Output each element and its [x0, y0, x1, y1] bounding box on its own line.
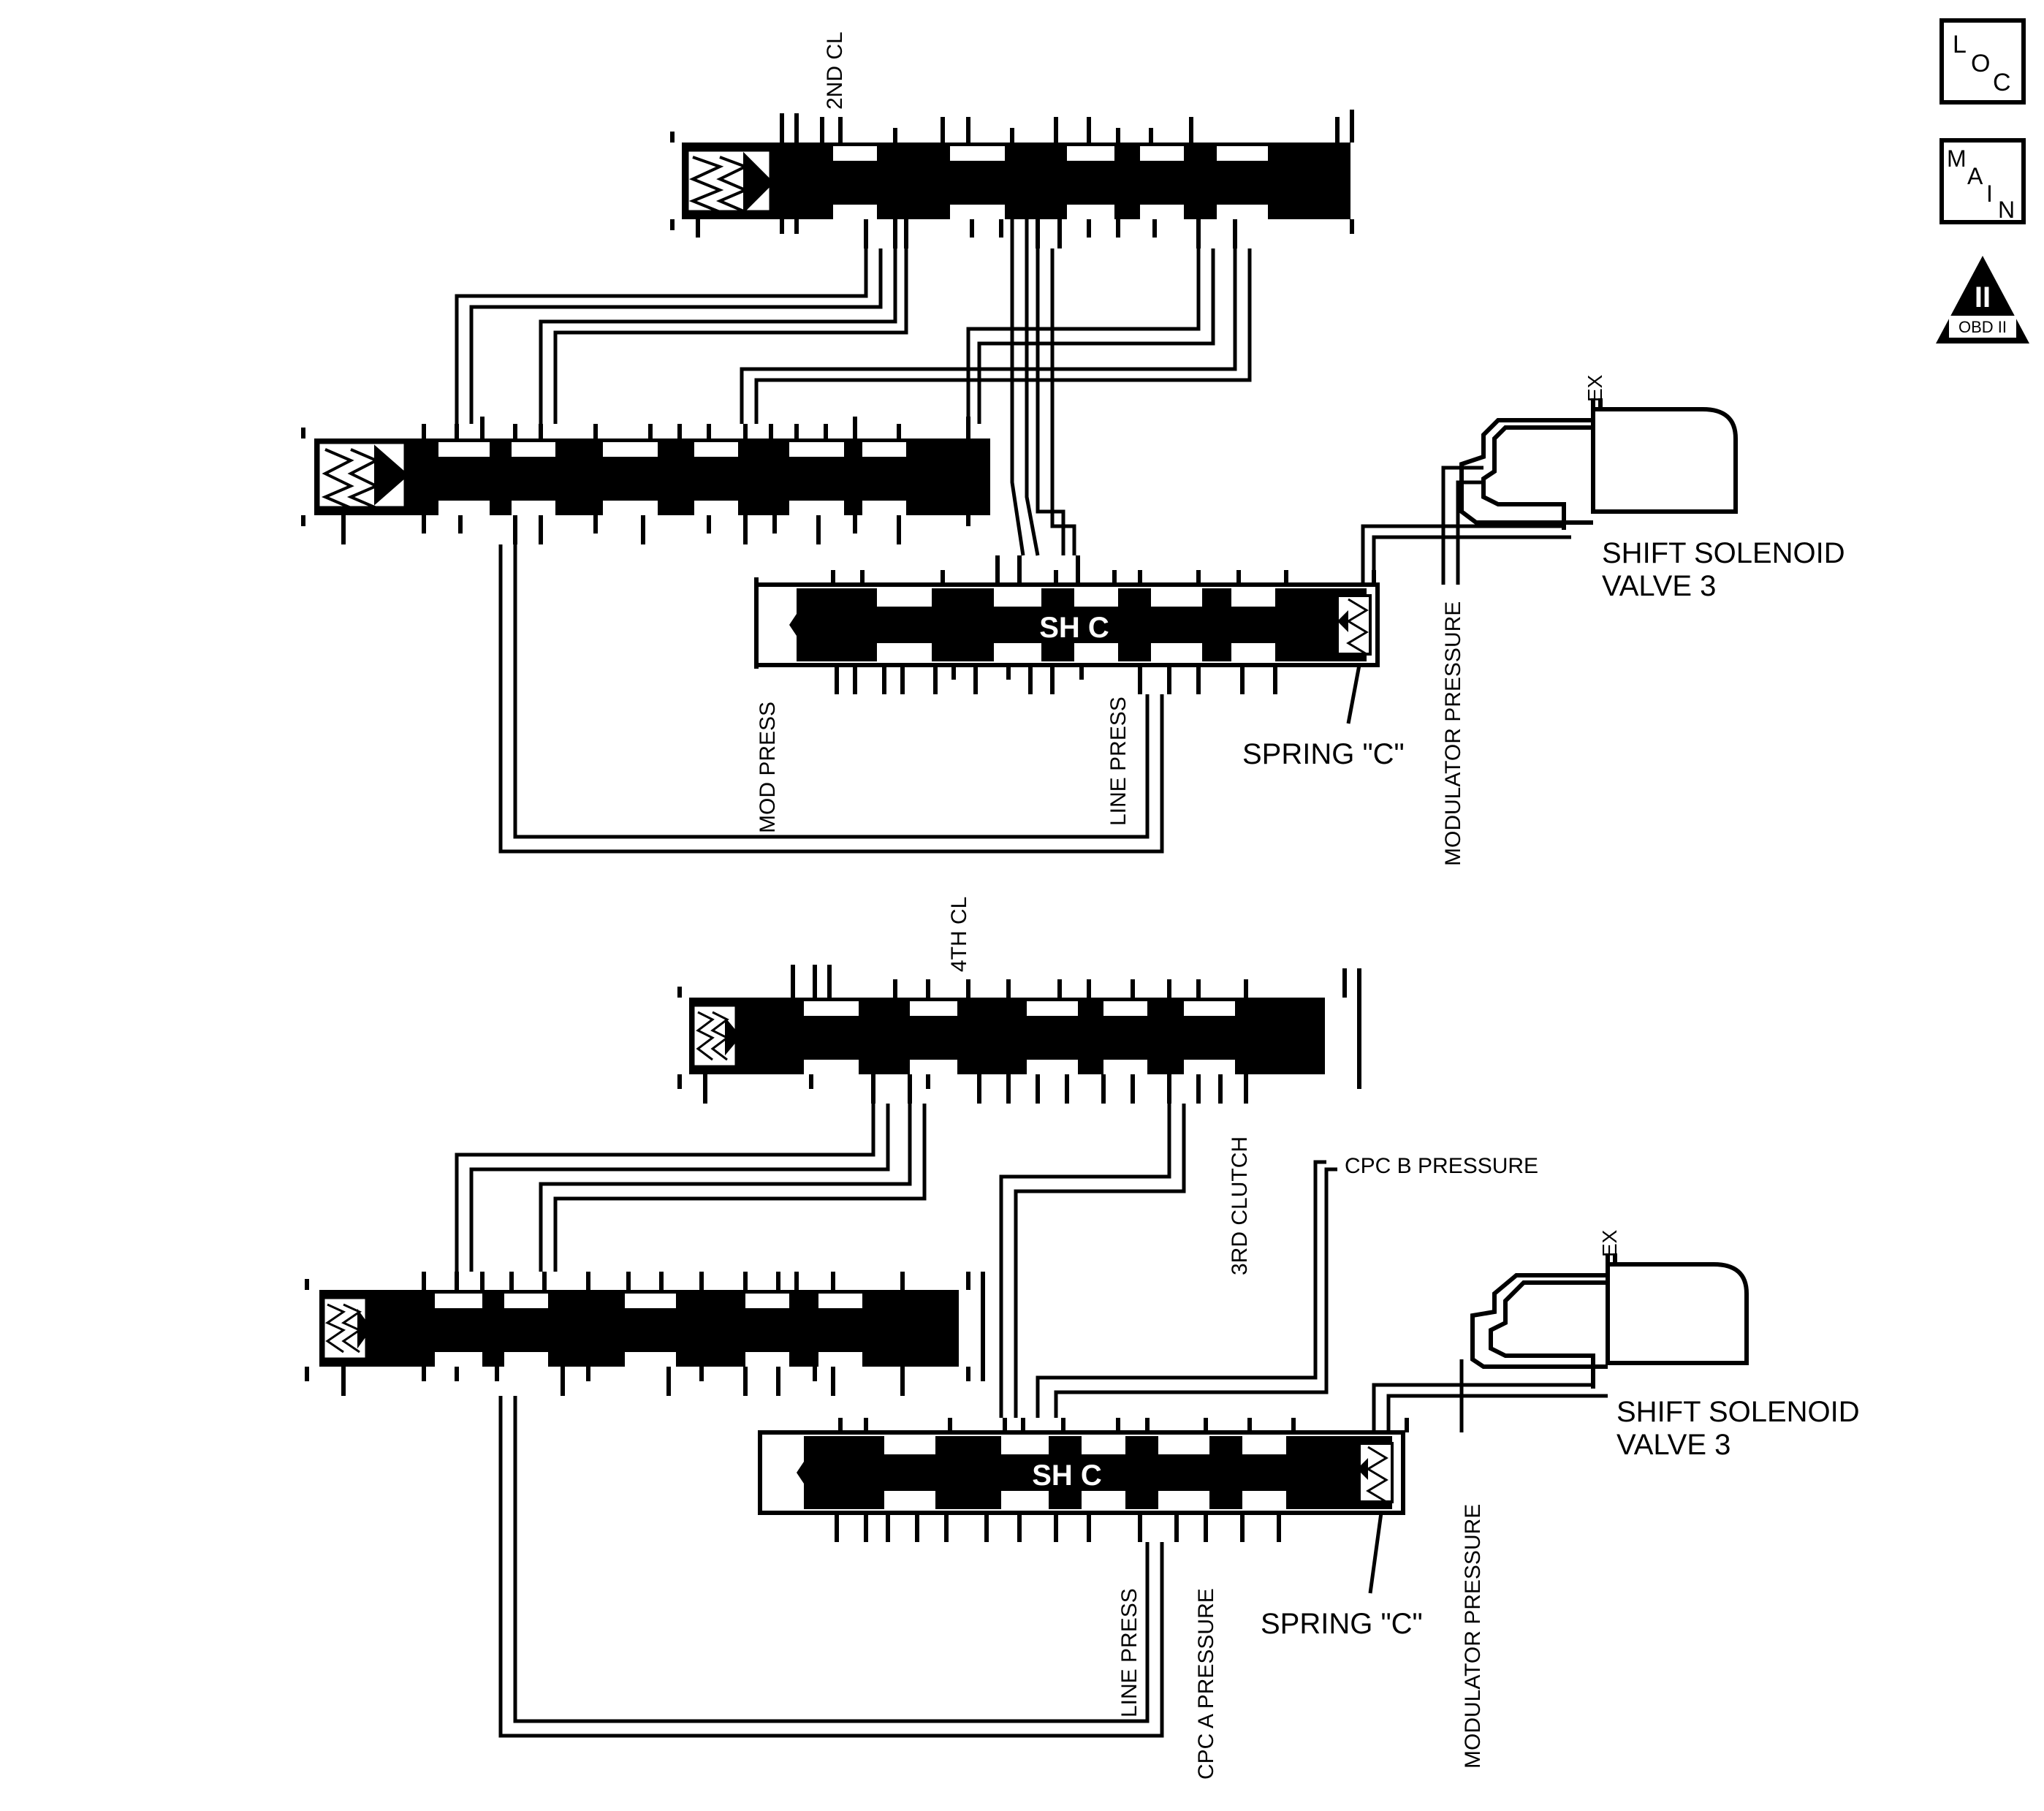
- top-modulator-pressure-label: MODULATOR PRESSURE: [1441, 601, 1465, 866]
- top-ex-label: EX: [1584, 374, 1606, 402]
- top-labels: 2ND CL EX SHIFT SOLENOID VALVE 3 SPRING …: [756, 31, 1845, 866]
- bottom-cpc-a-label: CPC A PRESSURE: [1194, 1588, 1218, 1780]
- bottom-shift-solenoid: [1470, 1253, 1749, 1389]
- obd-roman-numeral: II: [1975, 281, 1991, 314]
- top-shift-valve-c: SH C: [754, 555, 1380, 694]
- bottom-cpc-b-label: CPC B PRESSURE: [1345, 1154, 1538, 1178]
- bottom-middle-valve: [305, 1272, 985, 1396]
- bottom-spring-label: SPRING "C": [1261, 1608, 1423, 1640]
- main-letter-i: I: [1986, 181, 1993, 207]
- top-solenoid-name-2: VALVE 3: [1602, 570, 1716, 602]
- bottom-circuit: SH C: [305, 965, 1749, 1738]
- top-spring-label: SPRING "C": [1242, 738, 1405, 770]
- bottom-ex-label: EX: [1598, 1229, 1621, 1257]
- bottom-modulator-pressure-label: MODULATOR PRESSURE: [1461, 1504, 1485, 1769]
- top-valve-label: SH C: [1039, 612, 1109, 644]
- top-upper-valve: [670, 110, 1354, 248]
- top-circuit: SH C: [301, 110, 1738, 854]
- main-button[interactable]: M A I N: [1939, 138, 2026, 224]
- bottom-valve-label: SH C: [1032, 1459, 1102, 1492]
- bottom-solenoid-name-2: VALVE 3: [1616, 1429, 1730, 1461]
- bottom-line-press-label: LINE PRESS: [1117, 1588, 1141, 1717]
- top-2nd-cl-label: 2ND CL: [823, 31, 847, 110]
- loc-letter-l: L: [1953, 31, 1967, 58]
- top-shift-solenoid: [1459, 398, 1738, 530]
- bottom-passages: [455, 1104, 1608, 1738]
- loc-button[interactable]: L O C: [1939, 18, 2026, 105]
- top-passages: [455, 219, 1571, 854]
- bottom-shift-valve-c: SH C: [758, 1418, 1409, 1542]
- bottom-upper-valve: [677, 965, 1361, 1104]
- bottom-4th-cl-label: 4TH CL: [947, 897, 971, 972]
- main-letter-a: A: [1967, 163, 1983, 189]
- bottom-solenoid-name-1: SHIFT SOLENOID: [1616, 1396, 1860, 1428]
- bottom-labels: 4TH CL 3RD CLUTCH CPC B PRESSURE EX SHIF…: [947, 897, 1860, 1780]
- obd-label: OBD II: [1958, 318, 2007, 336]
- top-mod-press-label: MOD PRESS: [756, 702, 780, 833]
- top-line-press-label: LINE PRESS: [1106, 696, 1131, 826]
- loc-letter-c: C: [1993, 69, 2011, 96]
- bottom-3rd-clutch-label: 3RD CLUTCH: [1228, 1136, 1252, 1275]
- top-solenoid-name-1: SHIFT SOLENOID: [1602, 537, 1845, 569]
- top-middle-valve: [301, 417, 990, 544]
- main-letter-n: N: [1998, 197, 2015, 223]
- obd-ii-button[interactable]: II OBD II: [1936, 256, 2029, 343]
- main-letter-m: M: [1947, 145, 1967, 172]
- loc-letter-o: O: [1971, 50, 1990, 77]
